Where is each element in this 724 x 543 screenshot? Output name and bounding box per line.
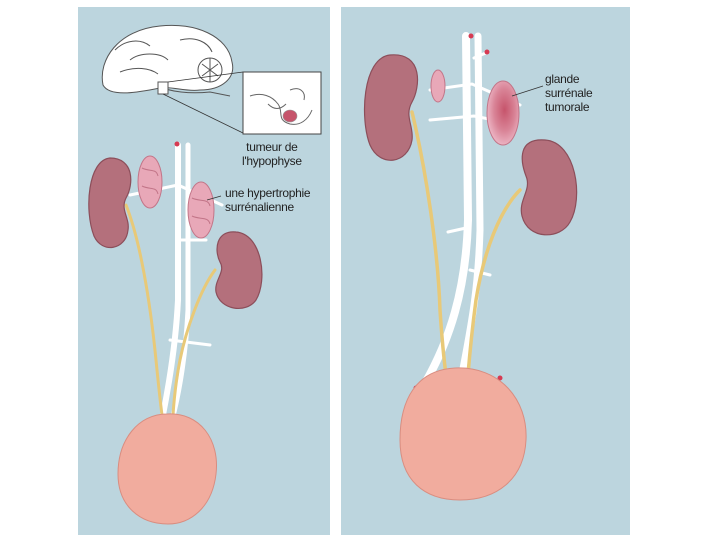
bladder-right xyxy=(399,367,527,501)
adrenal-hypertrophy-left xyxy=(137,155,215,239)
bladder-left xyxy=(117,413,218,525)
label-adrenal-hypertrophy: une hypertrophie surrénalienne xyxy=(225,186,311,214)
ureters-left xyxy=(124,203,217,417)
label-adrenal-tumor: glande surrénale tumorale xyxy=(545,72,593,114)
label-pituitary-tumor: tumeur de l'hypophyse xyxy=(242,140,302,168)
brain-sketch xyxy=(101,24,234,97)
kidney-right-a xyxy=(363,54,419,161)
label-line: tumorale xyxy=(545,100,590,114)
label-line: l'hypophyse xyxy=(242,154,302,168)
adrenal-tumor-right xyxy=(486,80,520,146)
pituitary-tumor-mark xyxy=(282,109,298,123)
label-line: une hypertrophie xyxy=(225,186,311,200)
label-line: surrénale xyxy=(545,86,593,100)
label-line: tumeur de xyxy=(246,140,298,154)
label-line: surrénalienne xyxy=(225,200,294,214)
kidney-left-a xyxy=(88,157,132,249)
leader-tumor xyxy=(511,85,544,97)
ureters-right xyxy=(410,110,522,377)
leader-hypertrophy xyxy=(206,195,222,201)
kidney-left-b xyxy=(215,231,263,309)
kidney-right-b xyxy=(520,139,578,236)
pituitary-inset xyxy=(242,71,322,135)
label-line: glande xyxy=(545,72,580,86)
adrenal-normal-right xyxy=(430,69,446,103)
